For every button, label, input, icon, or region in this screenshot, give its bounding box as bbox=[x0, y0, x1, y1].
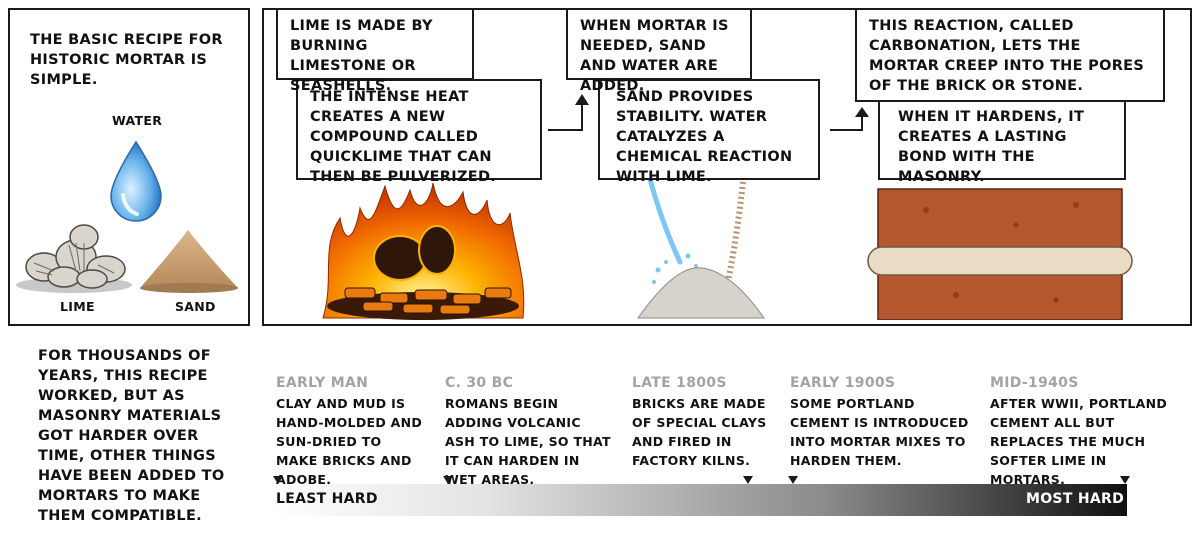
timeline-era: EARLY MAN bbox=[276, 375, 369, 391]
step-2-top-box: WHEN MORTAR IS NEEDED, SAND AND WATER AR… bbox=[566, 8, 752, 94]
water-drop-illustration bbox=[110, 140, 162, 222]
sand-label: SAND bbox=[175, 299, 216, 314]
step-3-top-box: THIS REACTION, CALLED CARBONATION, LETS … bbox=[855, 8, 1165, 102]
most-hard-label: MOST HARD bbox=[1026, 491, 1124, 507]
timeline-entry-early-1900s: EARLY 1900S SOME PORTLAND CEMENT IS INTR… bbox=[790, 374, 970, 470]
history-footnote: FOR THOUSANDS OF YEARS, THIS RECIPE WORK… bbox=[38, 348, 225, 524]
sand-pile-illustration bbox=[140, 230, 238, 293]
timeline-marker bbox=[743, 476, 753, 484]
timeline-entry-30bc: C. 30 BC ROMANS BEGIN ADDING VOLCANIC AS… bbox=[445, 374, 615, 489]
hardness-gradient-bar bbox=[270, 484, 1127, 516]
timeline-marker bbox=[788, 476, 798, 484]
timeline-text: AFTER WWII, PORTLAND CEMENT ALL BUT REPL… bbox=[990, 396, 1168, 487]
step-2-bottom-box: SAND PROVIDES STABILITY. WATER CATALYZES… bbox=[598, 79, 820, 185]
lime-shells-illustration bbox=[16, 224, 132, 293]
lime-label: LIME bbox=[60, 299, 95, 314]
timeline-marker bbox=[443, 476, 453, 484]
timeline-text: SOME PORTLAND CEMENT IS INTRODUCED INTO … bbox=[790, 396, 969, 468]
arrow-step-2-to-3 bbox=[830, 107, 869, 131]
timeline-text: CLAY AND MUD IS HAND-MOLDED AND SUN-DRIE… bbox=[276, 396, 423, 487]
timeline-era: LATE 1800S bbox=[632, 375, 727, 391]
timeline-marker bbox=[1120, 476, 1130, 484]
fire-illustration bbox=[322, 182, 525, 320]
timeline-era: C. 30 BC bbox=[445, 375, 514, 391]
timeline-text: BRICKS ARE MADE OF SPECIAL CLAYS AND FIR… bbox=[632, 396, 767, 468]
timeline-entry-early-man: EARLY MAN CLAY AND MUD IS HAND-MOLDED AN… bbox=[276, 374, 426, 489]
sand-water-pour-illustration bbox=[637, 172, 765, 319]
step-3-bottom-box: WHEN IT HARDENS, IT CREATES A LASTING BO… bbox=[878, 99, 1126, 185]
timeline-marker bbox=[273, 476, 283, 484]
timeline-era: MID-1940S bbox=[990, 375, 1079, 391]
timeline-entry-mid-1940s: MID-1940S AFTER WWII, PORTLAND CEMENT AL… bbox=[990, 374, 1185, 489]
timeline-entry-late-1800s: LATE 1800S BRICKS ARE MADE OF SPECIAL CL… bbox=[632, 374, 772, 470]
recipe-intro: THE BASIC RECIPE FOR HISTORIC MORTAR IS … bbox=[30, 32, 223, 88]
timeline-era: EARLY 1900S bbox=[790, 375, 896, 391]
water-label: WATER bbox=[112, 113, 163, 128]
least-hard-label: LEAST HARD bbox=[276, 491, 378, 507]
timeline-text: ROMANS BEGIN ADDING VOLCANIC ASH TO LIME… bbox=[445, 396, 611, 487]
arrow-step-1-to-2 bbox=[548, 94, 589, 131]
step-1-bottom-box: THE INTENSE HEAT CREATES A NEW COMPOUND … bbox=[296, 79, 542, 185]
step-1-top-box: LIME IS MADE BY BURNING LIMESTONE OR SEA… bbox=[276, 8, 474, 94]
brick-mortar-illustration bbox=[867, 188, 1133, 320]
